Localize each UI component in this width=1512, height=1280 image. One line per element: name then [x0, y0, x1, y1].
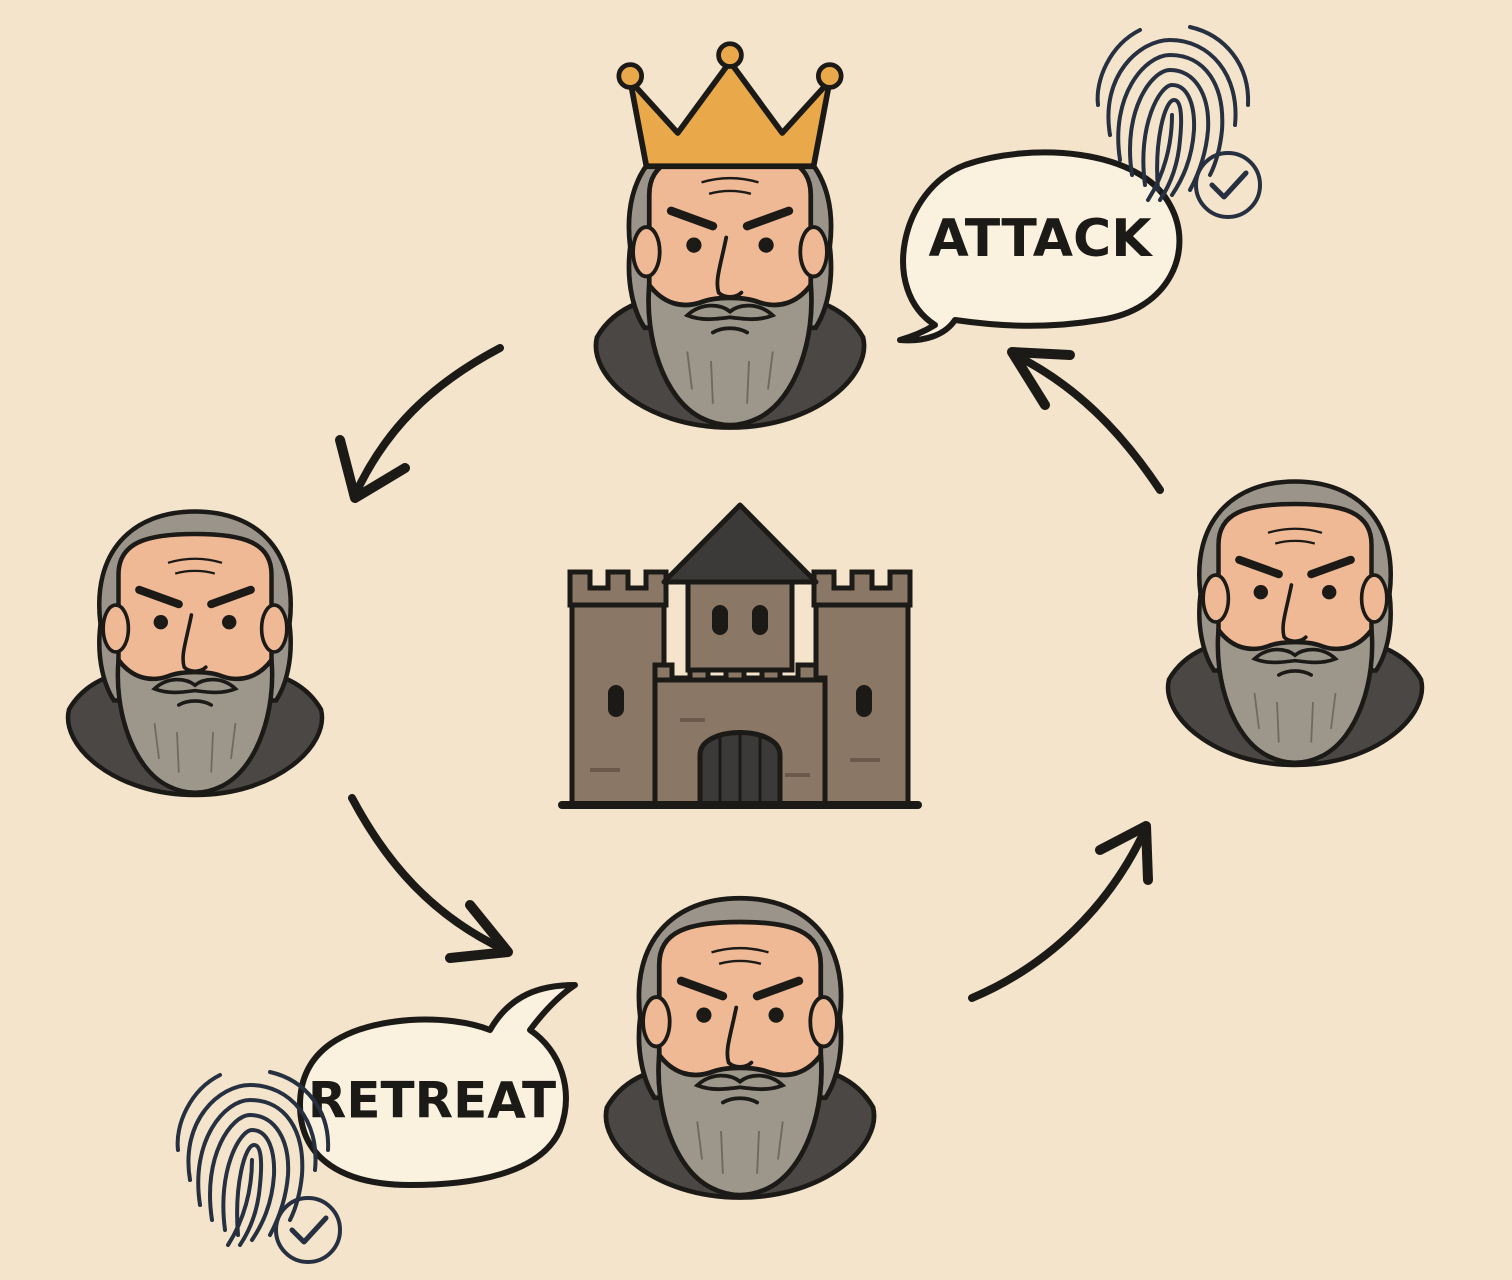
general-icon [68, 512, 322, 796]
edge-king-to-left [335, 344, 504, 503]
node-king [596, 41, 864, 428]
castle-icon [558, 502, 922, 809]
edge-right-to-king [1007, 347, 1164, 494]
message-retreat: RETREAT [297, 982, 578, 1188]
message-text: ATTACK [928, 209, 1153, 269]
edge-bottom-to-right [968, 821, 1153, 1002]
node-traitor-general [606, 898, 874, 1197]
speech-bubble [297, 982, 578, 1188]
crowned-general-icon [596, 128, 864, 427]
node-right-general [1168, 482, 1422, 766]
red-faced-general-icon [606, 898, 874, 1197]
edge-left-to-bottom [348, 794, 513, 963]
node-left-general [68, 512, 322, 796]
message-attack: ATTACK [897, 149, 1183, 344]
general-icon [1168, 482, 1422, 766]
crown-icon [616, 41, 844, 170]
message-text: RETREAT [308, 1072, 556, 1130]
speech-bubble [897, 149, 1183, 344]
fingerprint-verified-icon [178, 1072, 340, 1262]
